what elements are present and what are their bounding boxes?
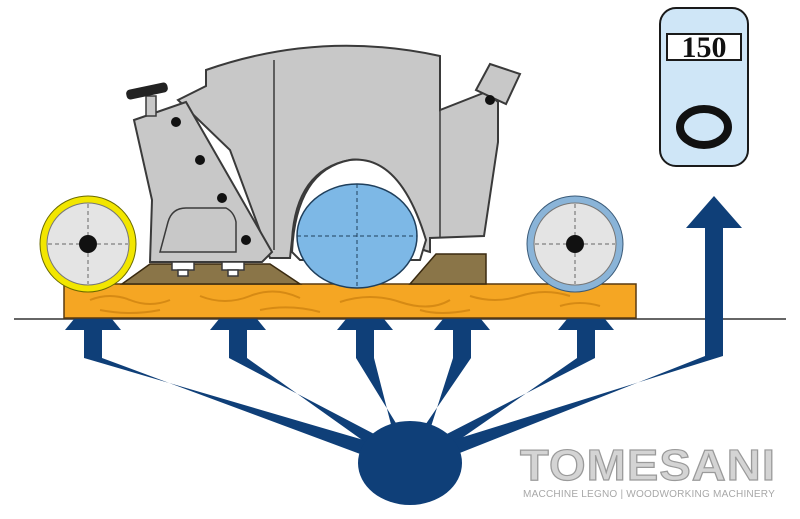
rear-feed-roller: [526, 195, 624, 293]
brand-logo: TOMESANI MACCHINE LEGNO | WOODWORKING MA…: [519, 440, 776, 500]
depth-readout-value: 150: [682, 31, 727, 64]
readout-ring: [676, 105, 732, 149]
arrow-shaft-4: [401, 330, 471, 467]
depth-handle: [126, 82, 168, 117]
wood-board: [63, 283, 637, 319]
front-feed-roller: [39, 195, 137, 293]
brand-tagline: MACCHINE LEGNO | WOODWORKING MACHINERY: [523, 488, 775, 500]
pressure-hub: [358, 421, 462, 505]
arrow-shaft-2: [229, 330, 415, 471]
outfeed-arm: [474, 62, 522, 106]
brand-name: TOMESANI: [520, 441, 776, 490]
shoe-feet: [171, 261, 245, 277]
arrow-shaft-5: [405, 330, 595, 471]
depth-readout-panel: 150: [659, 7, 749, 167]
infeed-shoe: [119, 263, 303, 285]
arrow-shaft-1: [84, 330, 413, 472]
planer-machine: [119, 44, 522, 289]
arrow-head-6: [686, 196, 742, 228]
outfeed-shoe: [408, 253, 487, 285]
arrow-shaft-3: [356, 330, 419, 467]
